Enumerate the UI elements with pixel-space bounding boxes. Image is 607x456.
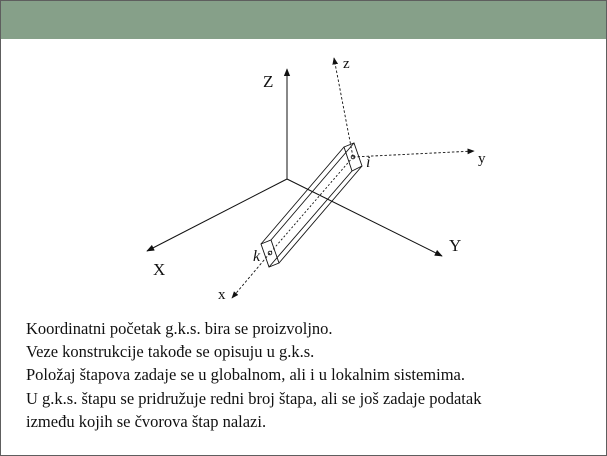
global-x-label: X (153, 260, 165, 279)
text-line: Koordinatni početak g.k.s. bira se proiz… (26, 319, 333, 338)
node-i-label: i (366, 154, 370, 171)
local-axes (231, 57, 475, 299)
global-z-label: Z (263, 72, 273, 91)
global-y-label: Y (449, 236, 461, 255)
local-x-axis (231, 252, 271, 299)
local-z-label: z (343, 56, 350, 72)
global-x-axis (146, 178, 288, 252)
local-x-label: x (218, 287, 226, 301)
text-line: U g.k.s. štapu se pridružuje redni broj … (26, 388, 482, 408)
local-y-label: y (478, 151, 486, 167)
text-line: Veze konstrukcije takođe se opisuju u g.… (26, 342, 315, 362)
global-axes (146, 68, 443, 257)
beam-axis-line (269, 156, 354, 254)
coordinate-system-diagram: Z X Y z y x i k (146, 56, 486, 301)
global-y-axis (286, 178, 443, 257)
text-line: Položaj štapova zadaje se u globalnom, a… (26, 365, 465, 385)
node-k-label: k (253, 248, 261, 265)
header-bar (1, 1, 606, 39)
text-line: između kojih se čvorova štap nalazi. (26, 411, 267, 431)
local-y-axis (352, 148, 475, 158)
beam (260, 142, 363, 268)
text-block: Koordinatni početak g.k.s. bira se proiz… (26, 317, 601, 433)
local-z-axis (332, 57, 354, 158)
